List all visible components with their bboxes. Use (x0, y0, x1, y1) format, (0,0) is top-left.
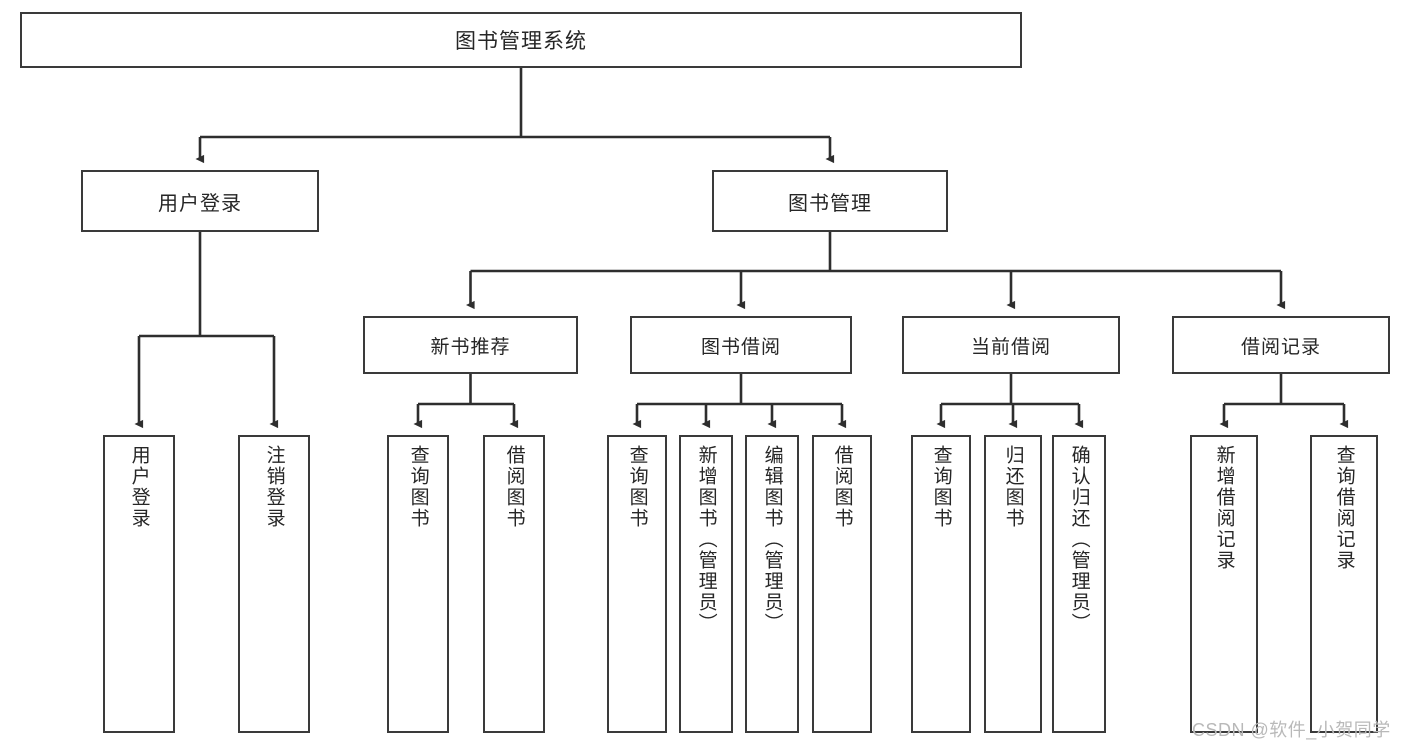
node-book-borrow[interactable]: 图书借阅 (630, 316, 852, 374)
csdn-watermark: CSDN @软件_小贺同学 (1192, 716, 1391, 742)
leaf-user-login[interactable]: 用户登录 (103, 435, 175, 733)
leaf-borrow-book[interactable]: 借阅图书 (812, 435, 872, 733)
node-borrow-record-label: 借阅记录 (1240, 336, 1321, 358)
leaf-return-book-label: 归还图书 (1002, 445, 1024, 529)
leaf-query-book-recommend-label: 查询图书 (407, 445, 429, 529)
node-user-login-label: 用户登录 (158, 192, 242, 215)
leaf-edit-book[interactable]: 编辑图书（管理员） (745, 435, 799, 733)
node-new-book-recommend-label: 新书推荐 (430, 336, 511, 358)
leaf-query-book-recommend[interactable]: 查询图书 (387, 435, 449, 733)
node-book-management[interactable]: 图书管理 (712, 170, 948, 232)
leaf-borrow-book-recommend-label: 借阅图书 (503, 445, 525, 529)
leaf-edit-book-label: 编辑图书（管理员） (761, 445, 783, 634)
leaf-borrow-book-recommend[interactable]: 借阅图书 (483, 435, 545, 733)
node-book-borrow-label: 图书借阅 (700, 336, 781, 358)
leaf-add-borrow-record[interactable]: 新增借阅记录 (1190, 435, 1258, 733)
leaf-logout-label: 注销登录 (263, 445, 285, 529)
node-new-book-recommend[interactable]: 新书推荐 (363, 316, 578, 374)
leaf-query-book-current[interactable]: 查询图书 (911, 435, 971, 733)
leaf-add-book-label: 新增图书（管理员） (695, 445, 717, 634)
leaf-user-login-label: 用户登录 (128, 445, 150, 529)
leaf-borrow-book-label: 借阅图书 (831, 445, 853, 529)
leaf-confirm-return[interactable]: 确认归还（管理员） (1052, 435, 1106, 733)
leaf-logout[interactable]: 注销登录 (238, 435, 310, 733)
leaf-query-borrow-record[interactable]: 查询借阅记录 (1310, 435, 1378, 733)
leaf-add-book[interactable]: 新增图书（管理员） (679, 435, 733, 733)
leaf-add-borrow-record-label: 新增借阅记录 (1213, 445, 1235, 571)
node-current-borrow-label: 当前借阅 (970, 336, 1051, 358)
node-current-borrow[interactable]: 当前借阅 (902, 316, 1120, 374)
node-root-label: 图书管理系统 (455, 30, 587, 53)
node-borrow-record[interactable]: 借阅记录 (1172, 316, 1390, 374)
leaf-query-book-borrow[interactable]: 查询图书 (607, 435, 667, 733)
node-book-management-label: 图书管理 (788, 192, 872, 215)
node-root[interactable]: 图书管理系统 (20, 12, 1022, 68)
leaf-query-book-borrow-label: 查询图书 (626, 445, 648, 529)
leaf-query-book-current-label: 查询图书 (930, 445, 952, 529)
csdn-watermark-text: CSDN @软件_小贺同学 (1192, 720, 1391, 740)
leaf-query-borrow-record-label: 查询借阅记录 (1333, 445, 1355, 571)
leaf-confirm-return-label: 确认归还（管理员） (1068, 445, 1090, 634)
leaf-return-book[interactable]: 归还图书 (984, 435, 1042, 733)
node-user-login[interactable]: 用户登录 (81, 170, 319, 232)
